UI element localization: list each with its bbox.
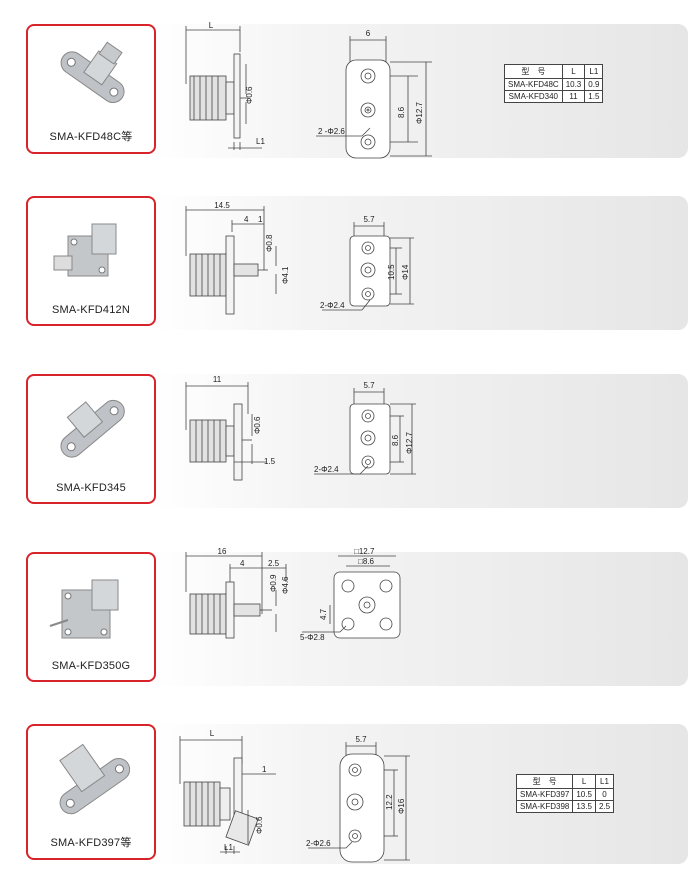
- dim-inner: 8.6: [397, 106, 406, 118]
- dim-L: L: [210, 729, 215, 738]
- connector-photo: [49, 579, 119, 639]
- model-label: SMA-KFD345: [56, 482, 126, 494]
- side-view-drawing: 14.5 4 1 Φ0.8 Φ4.1 5.7 10.5 Φ14 2-Φ2.4: [185, 201, 414, 315]
- dim-holes: 2-Φ2.6: [306, 839, 331, 848]
- table-cell: 1.5: [584, 90, 604, 103]
- dim-outer: Φ12.7: [415, 101, 424, 124]
- dim-L: 11: [213, 375, 222, 384]
- table-header: L1: [594, 774, 615, 789]
- table-cell: 2.5: [594, 800, 615, 813]
- product-card: SMA-KFD345: [26, 374, 156, 504]
- dim-width: 6: [366, 29, 371, 38]
- dim-width: 5.7: [363, 215, 375, 224]
- dim-pin: Φ0.9: [269, 574, 278, 592]
- dim-pin: Φ0.8: [265, 234, 274, 252]
- dim-L: 14.5: [214, 201, 230, 210]
- table-cell: SMA-KFD398: [515, 800, 574, 813]
- dim-d2: Φ4.1: [281, 266, 290, 284]
- dim-width: 5.7: [363, 381, 375, 390]
- dim-outer: Φ14: [401, 264, 410, 280]
- dim-pin: Φ0.6: [245, 86, 254, 104]
- product-card: SMA-KFD350G: [26, 552, 156, 682]
- connector-photo: [60, 399, 125, 458]
- product-row-1: SMA-KFD48C等 L Φ0.6 L1 6 8.: [0, 21, 700, 159]
- dim-L1: L1: [256, 137, 265, 146]
- dim-pin: Φ0.6: [255, 816, 264, 834]
- dim-side: 4.7: [319, 608, 328, 620]
- dim-a: 4: [240, 559, 245, 568]
- dim-holes: 5-Φ2.8: [300, 633, 325, 642]
- row-band: [150, 196, 688, 330]
- table-cell: 0: [594, 788, 615, 801]
- product-row-3: SMA-KFD345 11 Φ0.6 1.5 5.7: [0, 374, 700, 508]
- table-cell: 0.9: [584, 78, 604, 91]
- dim-a: 4: [244, 215, 249, 224]
- dim-holes: 2 -Φ2.6: [318, 127, 345, 136]
- product-card: SMA-KFD48C等: [26, 24, 156, 154]
- table-header: L1: [584, 64, 604, 79]
- dim-b: 1: [258, 215, 263, 224]
- dim-L1: L1: [224, 843, 233, 852]
- dim-outer: Φ12.7: [405, 431, 414, 454]
- table-header: L: [572, 774, 596, 789]
- product-row-2: SMA-KFD412N 14.5 4 1 Φ0.8 Φ4.1: [0, 196, 700, 330]
- dim-b: 2.5: [268, 559, 280, 568]
- table-cell: 13.5: [572, 800, 596, 813]
- dim-inner: 12.2: [385, 794, 394, 810]
- dim-inner: 8.6: [391, 434, 400, 446]
- table-cell: 10.5: [572, 788, 596, 801]
- side-view-drawing: L Φ0.6 L1 6 8.6 Φ12.7 2 -Φ2.6: [185, 21, 432, 159]
- product-row-4: SMA-KFD350G 16 4 2.5 Φ0.9 Φ4.6 □12.7 □8: [0, 547, 700, 686]
- dim-outer: Φ16: [397, 798, 406, 814]
- side-view-drawing: 16 4 2.5 Φ0.9 Φ4.6 □12.7 □8.6 4.7 5-Φ2.8: [185, 547, 401, 642]
- dim-L: 16: [218, 547, 227, 556]
- product-row-5: SMA-KFD397等 L 1 Φ0.6 L1: [0, 724, 700, 864]
- dim-holes: 2-Φ2.4: [320, 301, 345, 310]
- dim-sq2: □8.6: [358, 557, 375, 566]
- table-cell: SMA-KFD397: [515, 788, 574, 801]
- table-header: 型 号: [504, 64, 563, 79]
- dim-L1: 1.5: [264, 457, 276, 466]
- dim-d2: Φ4.6: [281, 576, 290, 594]
- dim-width: 5.7: [355, 735, 367, 744]
- dim-inner: 10.5: [387, 264, 396, 280]
- table-cell: 10.3: [561, 78, 586, 91]
- side-view-drawing: L 1 Φ0.6 L1 5.7 12.2 Φ16 2-Φ2.6: [179, 729, 410, 863]
- table-cell: 11: [561, 90, 586, 103]
- dim-sq1: □12.7: [354, 547, 375, 556]
- model-label: SMA-KFD48C等: [49, 131, 133, 143]
- dim-holes: 2-Φ2.4: [314, 465, 339, 474]
- dim-L: L: [209, 21, 214, 30]
- connector-photo: [60, 41, 125, 104]
- model-label: SMA-KFD412N: [52, 304, 130, 316]
- product-card: SMA-KFD397等: [26, 724, 156, 860]
- table-cell: SMA-KFD48C: [504, 78, 563, 91]
- side-view-drawing: 11 Φ0.6 1.5 5.7 8.6 Φ12.7 2-Φ2.4: [185, 375, 416, 481]
- table-header: 型 号: [515, 774, 574, 789]
- model-label: SMA-KFD397等: [50, 837, 132, 849]
- table-header: L: [561, 64, 586, 79]
- dim-gap: 1: [262, 765, 267, 774]
- connector-photo: [53, 223, 117, 277]
- table-cell: SMA-KFD340: [504, 90, 563, 103]
- dim-pin: Φ0.6: [253, 416, 262, 434]
- product-card: SMA-KFD412N: [26, 196, 156, 326]
- connector-photo: [59, 743, 131, 815]
- model-label: SMA-KFD350G: [51, 660, 131, 672]
- row-band: [150, 552, 688, 686]
